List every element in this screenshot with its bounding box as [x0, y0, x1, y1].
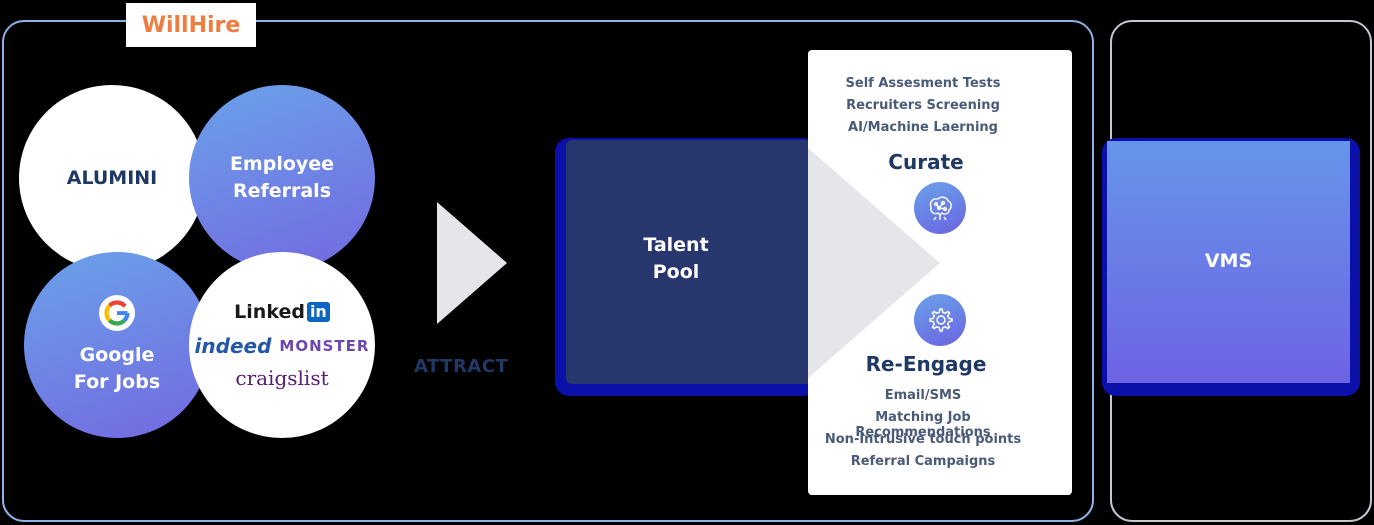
- source-google-for-jobs: Google For Jobs: [24, 252, 210, 438]
- panel-arrow-shape: [808, 148, 940, 378]
- curate-heading: Curate: [888, 150, 964, 174]
- vms-label: VMS: [1204, 250, 1253, 272]
- source-alumini: ALUMINI: [19, 85, 205, 271]
- monster-logo: MONSTER: [279, 336, 370, 355]
- reengage-item: Non-Intrusive touch points: [824, 432, 1022, 447]
- curate-item: Self Assesment Tests: [845, 76, 1001, 91]
- referrals-label: Employee Referrals: [229, 153, 335, 202]
- google-label: Google For Jobs: [73, 344, 161, 393]
- reengage-item: Matching Job Recommendations: [855, 410, 991, 440]
- craigslist-logo: craigslist: [235, 366, 329, 390]
- source-employee-referrals: Employee Referrals: [189, 85, 375, 271]
- curate-item: Recruiters Screening: [846, 98, 1000, 113]
- reengage-item: Email/SMS: [884, 388, 962, 403]
- attract-arrow-icon: [437, 202, 507, 324]
- curate-item: AI/Machine Laerning: [848, 120, 998, 135]
- google-g-icon: [98, 294, 136, 332]
- indeed-logo: indeed: [194, 334, 272, 358]
- attract-label: ATTRACT: [414, 356, 509, 377]
- reengage-item: Referral Campaigns: [850, 454, 996, 469]
- brain-network-icon: [914, 182, 966, 234]
- brand-label: WillHire: [126, 3, 256, 47]
- alumini-label: ALUMINI: [66, 166, 158, 189]
- willhire-frame: [2, 20, 1094, 522]
- talent-pool-label: Talent Pool: [643, 234, 709, 283]
- gear-icon: [914, 294, 966, 346]
- logo-row: indeed MONSTER: [195, 336, 370, 356]
- talent-pool-box: [566, 140, 814, 384]
- vms-box: [1107, 141, 1350, 383]
- reengage-heading: Re-Engage: [865, 352, 987, 376]
